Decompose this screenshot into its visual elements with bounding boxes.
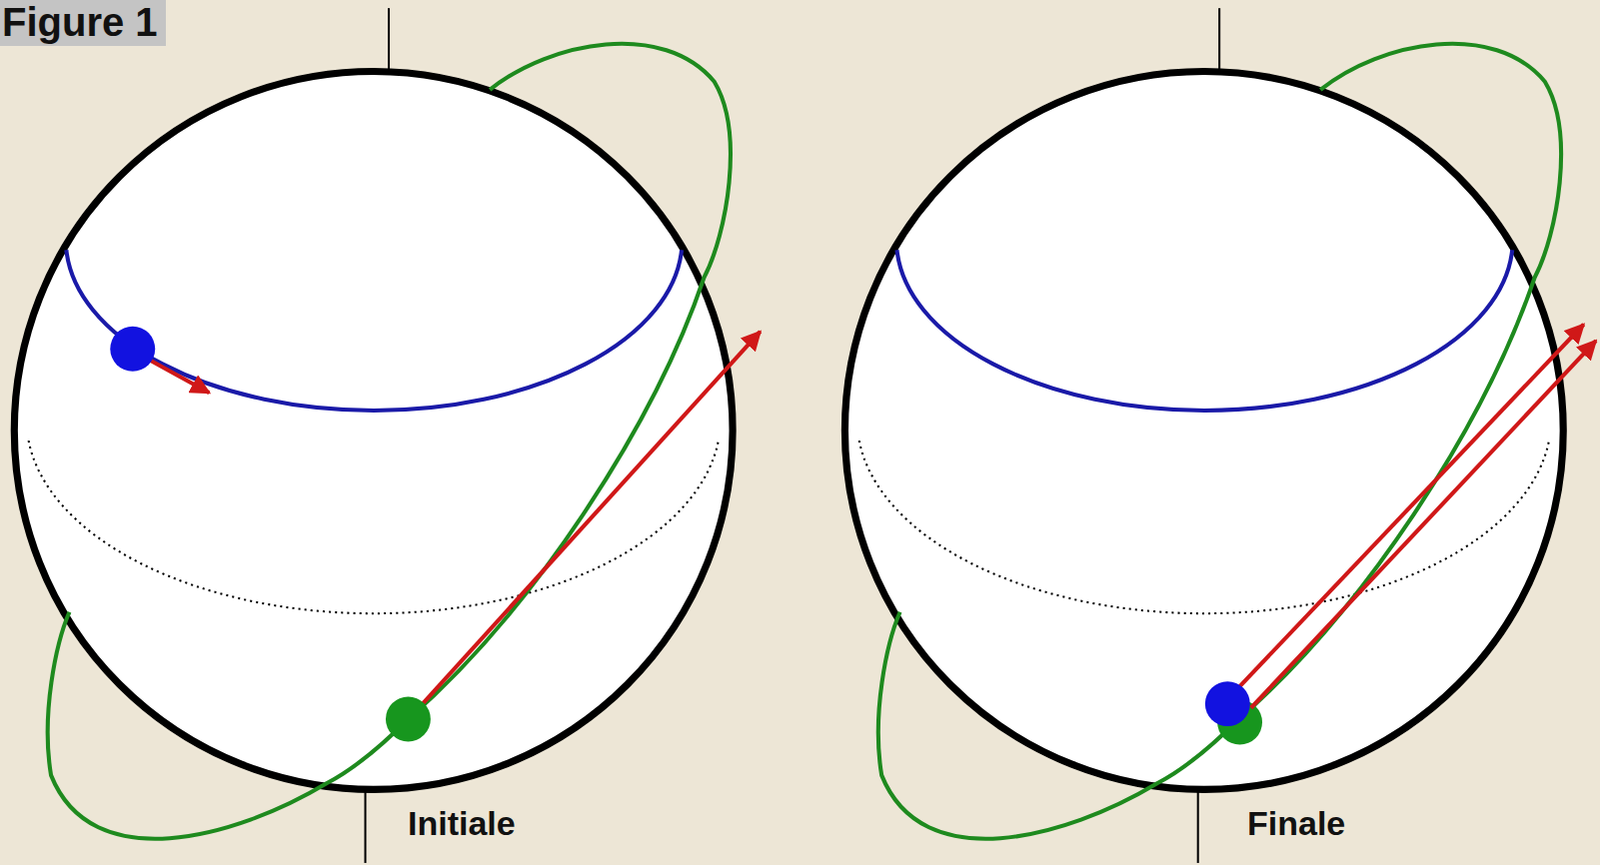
state-label: Finale (1247, 805, 1346, 843)
final-sphere (844, 7, 1596, 864)
initial-sphere (13, 7, 760, 864)
state-label: Initiale (407, 805, 516, 843)
figure-number: Figure 1 (0, 0, 166, 46)
